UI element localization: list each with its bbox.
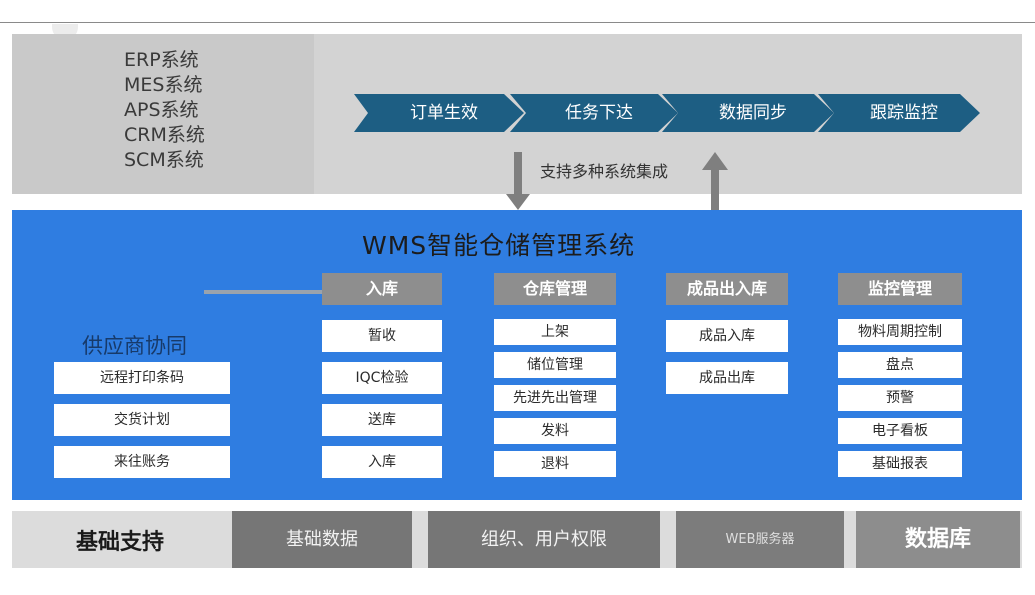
system-crm: CRM系统 [124, 124, 205, 146]
flow-step-data-sync: 数据同步 [662, 94, 834, 132]
module-item: 储位管理 [494, 352, 616, 378]
module-item: 退料 [494, 451, 616, 477]
flow-step-order-effective: 订单生效 [354, 94, 524, 132]
module-header-warehouse: 仓库管理 [494, 273, 616, 305]
supplier-item: 交货计划 [54, 404, 230, 436]
module-item: 送库 [322, 404, 442, 436]
foundation-title: 基础支持 [76, 530, 165, 555]
module-item: 电子看板 [838, 418, 962, 444]
module-item: 预警 [838, 385, 962, 411]
chevron-shape [354, 94, 524, 132]
supplier-item: 远程打印条码 [54, 362, 230, 394]
supplier-item: 来往账务 [54, 446, 230, 478]
module-item: 成品出库 [666, 362, 788, 394]
supplier-connector-line [204, 290, 322, 294]
arrow-up-icon [702, 152, 728, 212]
module-item: 上架 [494, 319, 616, 345]
module-item: 先进先出管理 [494, 385, 616, 411]
integration-label: 支持多种系统集成 [540, 162, 669, 181]
external-systems-list [12, 34, 314, 194]
flow-step-tracking-monitor: 跟踪监控 [818, 94, 980, 132]
wms-title: WMS智能仓储管理系统 [362, 231, 636, 260]
chevron-shape [662, 94, 834, 132]
foundation-tile-base-data: 基础数据 [232, 511, 412, 568]
module-item: 入库 [322, 446, 442, 478]
supplier-title: 供应商协同 [82, 334, 187, 358]
top-divider [0, 22, 1035, 23]
system-aps: APS系统 [124, 99, 199, 121]
module-item: 成品入库 [666, 320, 788, 352]
module-item: 暂收 [322, 320, 442, 352]
module-item: 基础报表 [838, 451, 962, 477]
system-scm: SCM系统 [124, 149, 204, 171]
foundation-tile-web-server: WEB服务器 [676, 511, 844, 568]
chevron-shape [818, 94, 980, 132]
chevron-shape [510, 94, 678, 132]
module-item: IQC检验 [322, 362, 442, 394]
module-header-inbound: 入库 [322, 273, 442, 305]
module-item: 物料周期控制 [838, 319, 962, 345]
foundation-tile-database: 数据库 [856, 511, 1020, 568]
module-header-monitoring: 监控管理 [838, 273, 962, 305]
module-header-finished-goods: 成品出入库 [666, 273, 788, 305]
module-item: 发料 [494, 418, 616, 444]
system-mes: MES系统 [124, 74, 203, 96]
arrow-down-icon [506, 152, 530, 210]
module-item: 盘点 [838, 352, 962, 378]
foundation-tile-org-permissions: 组织、用户权限 [428, 511, 660, 568]
system-erp: ERP系统 [124, 49, 199, 71]
flow-step-task-issued: 任务下达 [510, 94, 678, 132]
